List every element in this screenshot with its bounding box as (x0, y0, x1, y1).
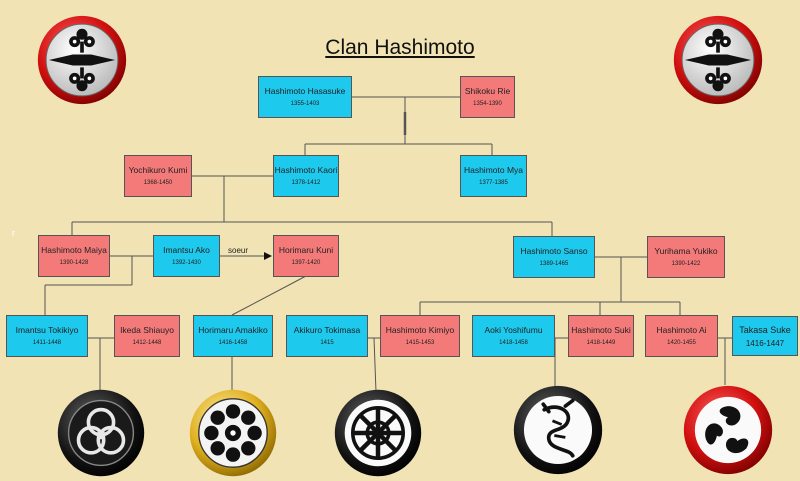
person-name: Horimaru Amakiko (198, 324, 268, 335)
person-name: Yurihama Yukiko (654, 245, 718, 256)
person-horimaru-amakiko: Horimaru Amakiko 1416-1458 (193, 315, 273, 357)
person-name: Shikoku Rie (464, 85, 511, 96)
person-takasa-suke: Takasa Suke 1416-1447 (732, 316, 798, 356)
person-imantsu-tokikiyo: Imantsu Tokikiyo 1411-1448 (6, 315, 88, 357)
person-name: Takasa Suke (739, 324, 791, 335)
person-name: Hashimoto Kaori (274, 164, 338, 175)
person-hashimoto-kaori: Hashimoto Kaori 1378-1412 (273, 155, 339, 197)
person-dates: 1416-1458 (218, 339, 248, 346)
triple-crescent-mon-icon (57, 389, 145, 477)
person-yurihama-yukiko: Yurihama Yukiko 1390-1422 (647, 236, 725, 278)
person-dates: 1420-1455 (667, 339, 696, 346)
wheel-mon-icon (334, 389, 422, 477)
person-hashimoto-ai: Hashimoto Ai 1420-1455 (645, 315, 718, 357)
hashimoto-mon-icon (37, 15, 127, 105)
person-name: Aoki Yoshifumu (484, 324, 543, 335)
person-name: Hashimoto Ai (656, 324, 707, 335)
person-akikuro-tokimasa: Akikuro Tokimasa 1415 (286, 315, 368, 357)
person-dates: 1377-1385 (479, 179, 508, 186)
person-dates: 1397-1420 (291, 259, 321, 266)
person-dates: 1415 (320, 339, 334, 346)
person-dates: 1416-1447 (745, 338, 785, 348)
person-dates: 1355-1403 (290, 100, 320, 107)
person-dates: 1415-1453 (405, 339, 435, 346)
person-dates: 1418-1458 (499, 339, 528, 346)
person-dates: 1354-1390 (473, 100, 502, 107)
tomoe-mon-icon (683, 385, 773, 475)
chrysanthemum-mon-icon (189, 389, 277, 477)
page-title: Clan Hashimoto (325, 36, 475, 59)
person-dates: 1418-1449 (586, 339, 616, 346)
person-name: Akikuro Tokimasa (293, 324, 361, 335)
person-yochikuro-kumi: Yochikuro Kumi 1368-1450 (124, 155, 192, 197)
person-name: Ikeda Shiauyo (120, 324, 174, 335)
person-name: Hashimoto Mya (463, 164, 524, 175)
dragon-mon-icon (513, 385, 603, 475)
person-dates: 1412-1448 (132, 339, 162, 346)
person-name: Hashimoto Maiya (41, 244, 107, 255)
person-dates: 1411-1448 (32, 339, 62, 346)
person-name: Hashimoto Suki (571, 324, 631, 335)
person-hashimoto-hasasuke: Hashimoto Hasasuke 1355-1403 (258, 76, 352, 118)
person-dates: 1368-1450 (143, 179, 173, 186)
person-aoki-yoshifumu: Aoki Yoshifumu 1418-1458 (472, 315, 555, 357)
person-imantsu-ako: Imantsu Ako 1392-1430 (153, 235, 220, 277)
person-hashimoto-mya: Hashimoto Mya 1377-1385 (460, 155, 527, 197)
person-hashimoto-suki: Hashimoto Suki 1418-1449 (568, 315, 634, 357)
person-horimaru-kuni: Horimaru Kuni 1397-1420 (273, 235, 339, 277)
person-name: Hashimoto Hasasuke (264, 85, 346, 96)
person-hashimoto-sanso: Hashimoto Sanso 1389-1465 (513, 236, 595, 278)
person-hashimoto-kimiyo: Hashimoto Kimiyo 1415-1453 (380, 315, 460, 357)
person-name: Horimaru Kuni (278, 244, 334, 255)
hashimoto-mon-icon (673, 15, 763, 105)
person-dates: 1390-1428 (59, 259, 89, 266)
person-dates: 1378-1412 (291, 179, 321, 186)
person-hashimoto-maiya: Hashimoto Maiya 1390-1428 (38, 235, 110, 277)
person-name: Hashimoto Sanso (520, 245, 588, 256)
person-name: Imantsu Tokikiyo (15, 324, 79, 335)
stray-mark: r (12, 228, 15, 238)
person-dates: 1390-1422 (671, 260, 701, 267)
person-name: Imantsu Ako (163, 244, 210, 255)
person-name: Hashimoto Kimiyo (385, 324, 455, 335)
person-dates: 1389-1465 (539, 260, 569, 267)
person-ikeda-shiauyo: Ikeda Shiauyo 1412-1448 (114, 315, 180, 357)
person-shikoku-rie: Shikoku Rie 1354-1390 (460, 76, 515, 118)
person-dates: 1392-1430 (172, 259, 201, 266)
sister-note: soeur (228, 246, 249, 255)
person-name: Yochikuro Kumi (128, 164, 188, 175)
